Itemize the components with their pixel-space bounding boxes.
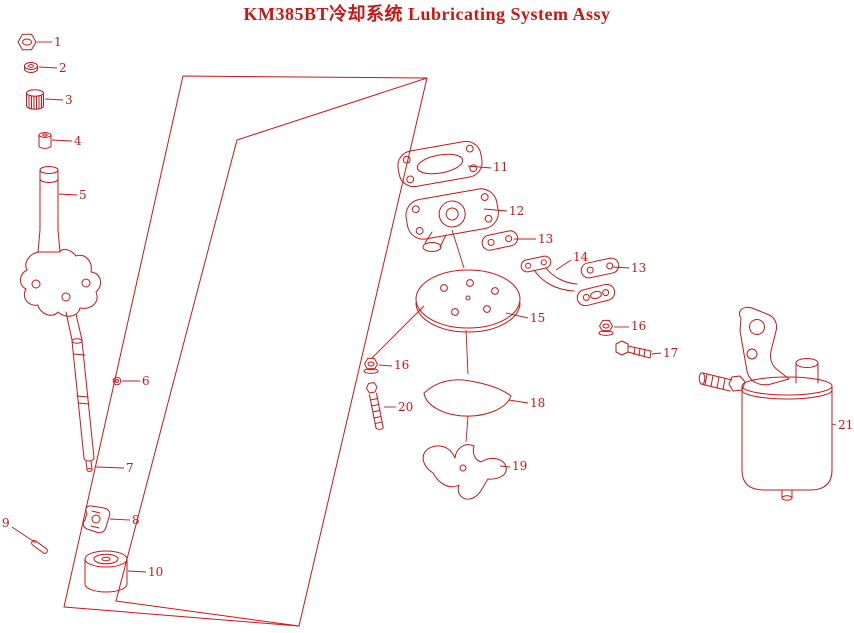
part-9-pin xyxy=(31,539,48,554)
part-2-washer xyxy=(24,62,38,73)
part-13-gasket-b xyxy=(580,257,620,279)
part-10-outer-rotor xyxy=(84,550,128,593)
assembly-axis-lines xyxy=(371,229,469,443)
part-1-hex-nut xyxy=(17,33,37,51)
gearcase-plane-outline xyxy=(63,75,428,627)
part-3-knurled-nut xyxy=(26,89,44,110)
callout-13a: 13 xyxy=(538,232,553,246)
part-16-nut-b xyxy=(363,357,379,374)
part-15-pump-cover-plate xyxy=(415,269,521,333)
callout-16b: 16 xyxy=(394,358,409,372)
part-12-pump-cover xyxy=(405,188,499,252)
part-5-pump-plunger xyxy=(39,166,59,231)
part-21-oil-filter xyxy=(698,306,833,501)
callout-12: 12 xyxy=(509,204,524,218)
part-4-bushing xyxy=(38,132,52,149)
callout-18: 18 xyxy=(530,396,545,410)
callout-labels: 1 2 3 4 5 6 7 8 9 10 11 12 13 14 13 15 1… xyxy=(2,35,853,579)
part-8-inner-rotor xyxy=(82,505,111,534)
callout-4: 4 xyxy=(74,134,82,148)
callout-19: 19 xyxy=(512,459,527,473)
callout-2: 2 xyxy=(59,61,67,75)
callout-8: 8 xyxy=(132,513,140,527)
oil-pump-body xyxy=(20,229,102,341)
callout-14: 14 xyxy=(573,250,589,264)
part-19-strainer-bracket xyxy=(422,444,507,500)
part-20-stud-bolt xyxy=(366,382,384,430)
callout-20: 20 xyxy=(398,400,413,414)
callout-6: 6 xyxy=(142,374,150,388)
callout-15: 15 xyxy=(530,311,545,325)
part-17-bolt xyxy=(615,340,652,359)
part-18-baffle-plate xyxy=(423,379,512,417)
callout-1: 1 xyxy=(54,35,62,49)
callout-5: 5 xyxy=(79,188,87,202)
callout-21: 21 xyxy=(838,418,853,432)
callout-9: 9 xyxy=(2,516,10,530)
diagram-title: KM385BT冷却系统 Lubricating System Assy xyxy=(243,4,611,24)
leader-lines xyxy=(11,41,837,573)
callout-10: 10 xyxy=(148,565,163,579)
part-14-suction-pipe xyxy=(520,255,616,307)
callout-13b: 13 xyxy=(631,261,646,275)
callout-7: 7 xyxy=(126,461,134,475)
part-7-pump-shaft xyxy=(71,338,95,472)
part-16-nut-a xyxy=(598,319,614,336)
callout-16a: 16 xyxy=(631,319,646,333)
callout-3: 3 xyxy=(65,93,73,107)
callout-17: 17 xyxy=(663,346,678,360)
part-13-gasket-a xyxy=(481,230,519,251)
callout-11: 11 xyxy=(493,160,508,174)
part-6-pin xyxy=(112,376,122,386)
part-11-gasket xyxy=(397,140,483,188)
